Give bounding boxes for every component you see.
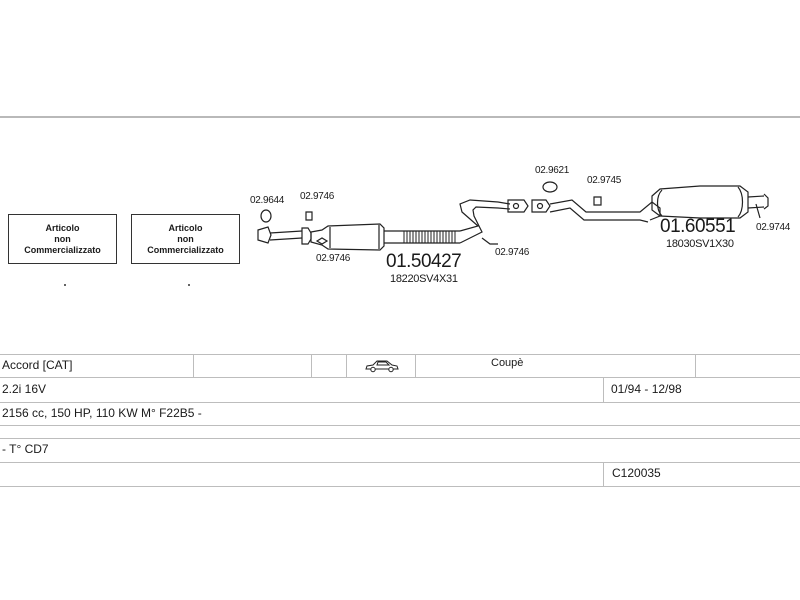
gasket-rear-ring <box>542 181 558 193</box>
not-sold-box-1: Articolo non Commercializzato <box>8 214 117 264</box>
label-clamp-front-top: 02.9746 <box>300 191 335 202</box>
table-divider-3 <box>346 354 347 377</box>
not-sold-box-1-marker <box>64 284 66 286</box>
table-body-type: Coupè <box>491 357 524 369</box>
table-line-7 <box>0 486 800 487</box>
table-model: Accord [CAT] <box>2 358 73 372</box>
not-sold-box-2-line2: non <box>177 233 194 244</box>
table-line-6 <box>0 462 800 463</box>
car-coupe-icon <box>365 360 399 373</box>
clamp-front-shape <box>301 227 312 245</box>
front-pipe <box>269 230 303 241</box>
clamp-front-top-shape <box>305 211 313 221</box>
gasket-front-ring <box>260 209 272 223</box>
not-sold-box-1-line3: Commercializzato <box>24 244 101 255</box>
table-specs: 2156 cc, 150 HP, 110 KW M° F22B5 - <box>2 406 202 420</box>
mid-flange <box>507 199 529 213</box>
label-clamp-front-bottom: 02.9746 <box>316 253 351 264</box>
frame-top-border <box>0 116 800 118</box>
flex-pipe-corrugation <box>403 231 456 243</box>
not-sold-box-2-line1: Articolo <box>168 222 203 233</box>
label-gasket-front: 02.9644 <box>250 195 285 206</box>
table-line-4 <box>0 425 800 426</box>
table-line-2 <box>0 377 800 378</box>
table-notes: - T° CD7 <box>2 442 49 456</box>
table-divider-4 <box>415 354 416 377</box>
tailpipe <box>747 193 769 210</box>
table-divider-6 <box>603 377 604 402</box>
table-line-1 <box>0 354 800 355</box>
rear-flange <box>531 199 551 213</box>
label-clamp-rear-top: 02.9745 <box>587 175 622 186</box>
not-sold-box-2-marker <box>188 284 190 286</box>
label-clamp-tail: 02.9744 <box>756 222 791 233</box>
label-rear-silencer-oem: 18030SV1X30 <box>666 238 734 250</box>
not-sold-box-2-line3: Commercializzato <box>147 244 224 255</box>
rear-pipe <box>549 199 661 223</box>
rear-silencer <box>651 185 749 219</box>
label-gasket-rear: 02.9621 <box>535 165 570 176</box>
label-middle-pipe-oem: 18220SV4X31 <box>390 273 458 285</box>
table-date-range: 01/94 - 12/98 <box>611 382 682 396</box>
front-flange <box>257 226 272 244</box>
table-divider-2 <box>311 354 312 377</box>
table-divider-7 <box>603 462 604 486</box>
clamp-rear-shape <box>593 196 602 206</box>
middle-resonator <box>310 223 385 251</box>
table-catalog-code: C120035 <box>612 466 661 480</box>
table-line-3 <box>0 402 800 403</box>
mid-hanger <box>481 237 498 245</box>
exhaust-diagram <box>257 181 769 251</box>
rising-pipe <box>459 199 511 244</box>
label-middle-pipe-code: 01.50427 <box>386 251 462 272</box>
label-clamp-mid: 02.9746 <box>495 247 530 258</box>
clamp-front-bottom-shape <box>315 237 329 245</box>
label-rear-silencer-code: 01.60551 <box>660 216 736 237</box>
not-sold-box-1-line1: Articolo <box>45 222 80 233</box>
table-divider-1 <box>193 354 194 377</box>
table-line-5 <box>0 438 800 439</box>
not-sold-box-2: Articolo non Commercializzato <box>131 214 240 264</box>
table-engine: 2.2i 16V <box>2 382 47 396</box>
not-sold-box-1-line2: non <box>54 233 71 244</box>
table-divider-5 <box>695 354 696 377</box>
